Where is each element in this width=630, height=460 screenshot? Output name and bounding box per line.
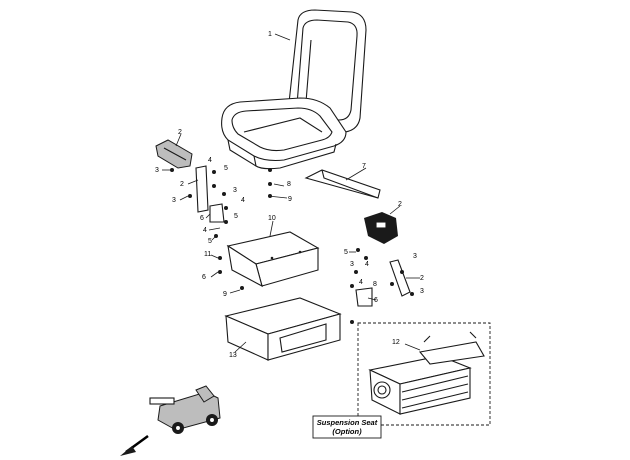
seat-mount-plate <box>226 231 320 288</box>
callout-4: 4 <box>203 227 207 234</box>
callout-8: 8 <box>373 281 377 288</box>
callout-13: 13 <box>229 352 237 359</box>
callout-3: 3 <box>155 167 159 174</box>
callout-5: 5 <box>234 213 238 220</box>
mounting-bracket-6a <box>209 203 225 223</box>
callout-2: 2 <box>398 201 402 208</box>
option-label-line1: Suspension Seat <box>317 418 378 427</box>
callout-4: 4 <box>208 157 212 164</box>
callout-5: 5 <box>344 249 348 256</box>
callout-3: 3 <box>413 253 417 260</box>
callout-2: 2 <box>420 275 424 282</box>
suspension-seat-option <box>357 322 491 426</box>
seat-box <box>224 297 342 361</box>
callout-12: 12 <box>392 339 400 346</box>
option-label-box: Suspension Seat (Option) <box>312 415 382 439</box>
callout-labels: 1 2 3 2 3 4 5 3 4 5 6 4 5 8 9 7 10 2 5 4… <box>155 31 424 359</box>
seat-rail <box>304 169 381 199</box>
callout-3: 3 <box>420 288 424 295</box>
callout-9: 9 <box>223 291 227 298</box>
callout-7: 7 <box>362 163 366 170</box>
callout-8: 6 <box>202 274 206 281</box>
seat-bracket-left <box>155 139 193 169</box>
callout-6: 6 <box>374 297 378 304</box>
leader-lines <box>162 33 421 353</box>
callout-3: 3 <box>233 187 237 194</box>
callout-11: 11 <box>204 251 211 258</box>
callout-4: 4 <box>365 261 369 268</box>
callout-1: 1 <box>268 31 272 38</box>
vehicle-orientation-icon <box>120 385 221 456</box>
callout-5: 5 <box>224 165 228 172</box>
callout-2: 2 <box>180 181 184 188</box>
mounting-bracket-6b <box>355 287 373 307</box>
callout-4: 4 <box>359 279 363 286</box>
callout-3: 3 <box>172 197 176 204</box>
option-label-line2: (Option) <box>332 427 362 436</box>
callout-5: 5 <box>208 238 212 245</box>
seat-belt-buckle-right <box>364 212 398 244</box>
seat-belt-strap-left <box>195 165 209 213</box>
callout-3: 3 <box>350 261 354 268</box>
seat-belt-strap-right <box>389 259 411 297</box>
callout-4: 4 <box>241 197 245 204</box>
callout-9: 9 <box>288 196 292 203</box>
callout-10: 10 <box>268 215 276 222</box>
callout-2: 2 <box>178 129 182 136</box>
seat-assembly <box>221 9 367 170</box>
callout-6: 6 <box>200 215 204 222</box>
callout-8: 8 <box>287 181 291 188</box>
